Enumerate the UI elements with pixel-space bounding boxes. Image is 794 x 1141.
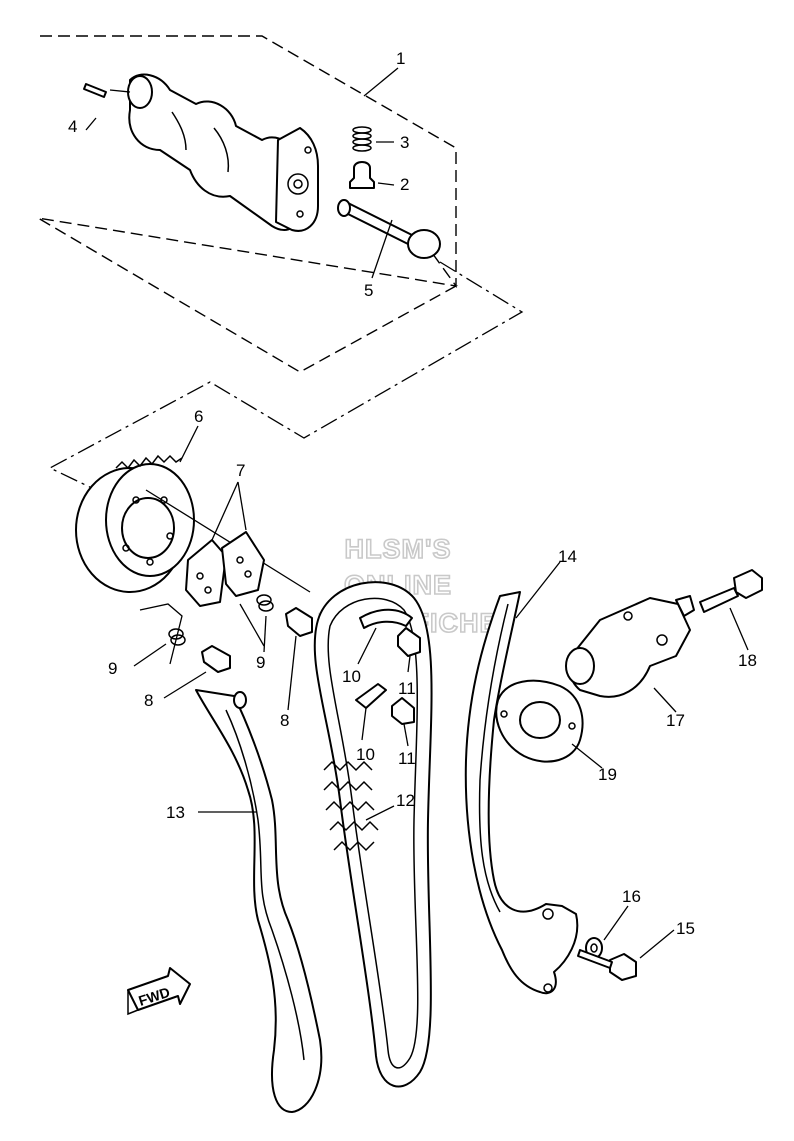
spring-icon [352,126,372,152]
guide-clip-icon [355,608,413,709]
callout-19: 19 [598,765,617,784]
bolt-icon [201,607,313,673]
callout-12: 12 [396,791,415,810]
callout-10a: 10 [342,667,361,686]
gasket-icon [495,679,584,763]
callout-2: 2 [400,175,409,194]
camshaft-assembly-boundary [37,35,459,373]
tensioner-bolt-icon [699,569,763,613]
callout-18: 18 [738,651,757,670]
callout-3: 3 [400,133,409,152]
tensioner-guide-icon [464,591,579,995]
callout-9a: 9 [108,659,117,678]
callout-4: 4 [68,117,77,136]
dowel-pin-icon [83,83,107,98]
callout-numbers: 1 2 3 4 5 6 7 8 8 9 9 10 10 11 11 12 13 … [68,49,757,938]
callout-6: 6 [194,407,203,426]
camshaft-icon [127,73,319,232]
callout-17: 17 [666,711,685,730]
decompressor-shaft-icon [337,199,441,259]
decompressor-weight-icon [185,531,265,607]
flange-bolt-icon [391,627,421,725]
guide-bolt-icon [577,949,637,981]
callout-11a: 11 [398,679,416,698]
assembly-projection-line [48,261,524,491]
forward-direction-arrow: FWD [127,967,191,1016]
chain-guide-icon [195,689,323,1113]
callout-10b: 10 [356,745,375,764]
callout-8a: 8 [144,691,153,710]
callout-9b: 9 [256,653,265,672]
plunger-icon [349,161,375,189]
callout-8b: 8 [280,711,289,730]
callout-15: 15 [676,919,695,938]
callout-5: 5 [364,281,373,300]
timing-chain-icon [313,581,433,1088]
decompressor-spring-icon [168,594,274,646]
chain-tensioner-icon [565,595,695,698]
callout-13: 13 [166,803,185,822]
watermark-line-1: HLSM'S [345,534,452,564]
callout-16: 16 [622,887,641,906]
cam-sprocket-icon [75,454,195,593]
callout-11b: 11 [398,749,416,768]
callout-7: 7 [236,461,245,480]
callout-14: 14 [558,547,577,566]
callout-1: 1 [396,49,405,68]
